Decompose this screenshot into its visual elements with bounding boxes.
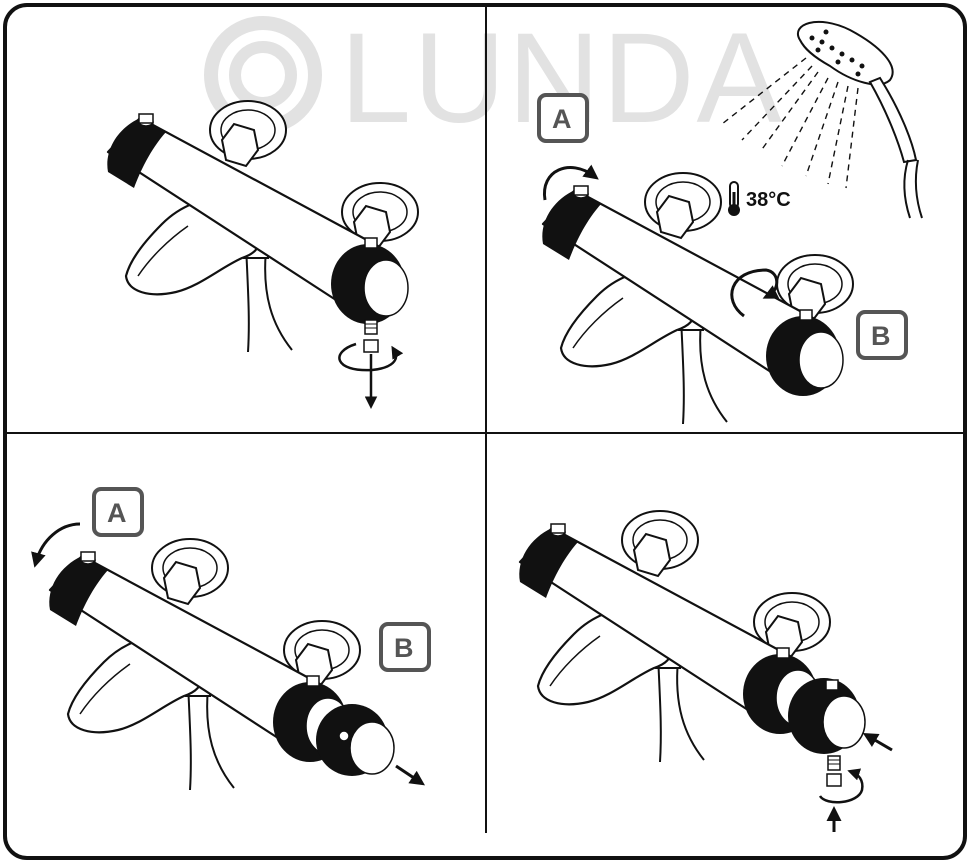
label-b: B <box>871 321 891 351</box>
mixer-illustration <box>519 511 830 762</box>
rotate-arrow-icon <box>36 524 80 562</box>
straight-arrow-icon <box>868 736 892 750</box>
handle-detached <box>788 678 865 754</box>
straight-arrow-icon <box>396 766 420 782</box>
label-a: A <box>107 498 127 528</box>
panel-refit-handle <box>519 511 892 832</box>
screw-icon <box>827 756 841 786</box>
panel-pull-handle: A B <box>36 489 429 790</box>
mixer-illustration <box>49 539 360 790</box>
temperature-reading: 38°C <box>746 189 791 211</box>
label-b: B <box>394 633 414 663</box>
thermometer-icon <box>728 182 740 216</box>
handle-detached <box>316 704 394 776</box>
label-a: A <box>552 104 572 134</box>
mixer-illustration <box>542 173 853 424</box>
watermark: LUNDA <box>211 7 784 150</box>
screw-icon <box>364 320 378 352</box>
watermark-logo-inner <box>235 47 291 103</box>
